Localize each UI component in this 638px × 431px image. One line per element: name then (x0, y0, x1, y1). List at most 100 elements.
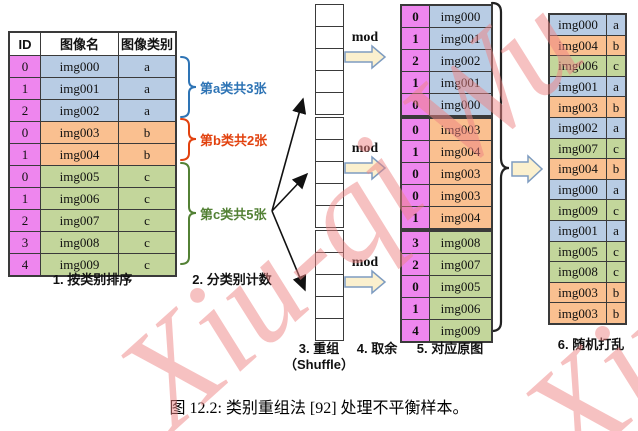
table-row: 3 img008 (402, 232, 491, 253)
mapped-rows-b: 0 img003 1 img004 0 img003 0 img003 1 im… (402, 119, 491, 228)
id-cell: 1 (10, 188, 40, 209)
table-row: 0 img000 (402, 6, 491, 27)
name-cell: img001 (430, 72, 491, 93)
name-cell: img001 (550, 220, 606, 241)
table-row: img009 c (550, 200, 625, 220)
shuffle-cell (316, 253, 343, 274)
shuffle-cell (316, 93, 343, 114)
mod-label-3: mod (351, 255, 379, 270)
class-cell: c (119, 254, 175, 275)
name-cell: img003 (41, 122, 118, 143)
table-row: img003 b (550, 282, 625, 303)
id-cell: 2 (402, 254, 429, 275)
id-cell: 3 (10, 232, 40, 253)
step6-caption: 6. 随机打乱 (557, 337, 625, 352)
class-cell: c (119, 166, 175, 187)
brace-class-c (180, 162, 197, 265)
name-cell: img009 (41, 254, 118, 275)
name-cell: img003 (550, 97, 606, 117)
name-cell: img006 (41, 188, 118, 209)
shuffle-cell (316, 49, 343, 70)
name-cell: img002 (41, 100, 118, 121)
table-row: img002 a (550, 117, 625, 138)
gather-brace (490, 1, 510, 333)
class-cell: c (119, 232, 175, 253)
table-row: 0 img000 a (10, 56, 175, 77)
mapped-rows-c: 3 img008 2 img007 0 img005 1 img006 4 im… (402, 232, 491, 341)
name-cell: img004 (41, 144, 118, 165)
table-row: 1 img001 a (10, 78, 175, 99)
header-name: 图像名 (41, 33, 118, 55)
class-cell: b (607, 35, 625, 56)
id-cell: 0 (10, 56, 40, 77)
name-cell: img005 (550, 241, 606, 262)
step3-caption-line2: （Shuffle） (283, 357, 355, 373)
name-cell: img000 (550, 15, 606, 35)
class-cell: a (119, 100, 175, 121)
id-cell: 0 (402, 119, 429, 140)
count-label-c: 第c类共5张 (200, 207, 267, 222)
brace-class-b (180, 118, 197, 161)
count-label-a: 第a类共3张 (200, 81, 267, 96)
table-row: 0 img005 (402, 276, 491, 297)
name-cell: img004 (550, 159, 606, 179)
name-cell: img009 (430, 320, 491, 341)
table-row: 0 img003 (402, 185, 491, 206)
figure-caption: 图 12.2: 类别重组法 [92] 处理不平衡样本。 (169, 400, 469, 417)
class-cell: b (607, 97, 625, 117)
id-cell: 2 (402, 50, 429, 71)
shuffle-cell (316, 27, 343, 48)
count-label-b: 第b类共2张 (200, 133, 268, 148)
shuffle-cell (316, 162, 343, 183)
fanout-arrow-mid (271, 172, 309, 212)
table-row: 4 img009 (402, 320, 491, 341)
name-cell: img001 (41, 78, 118, 99)
table-row: 4 img009 c (10, 254, 175, 275)
name-cell: img005 (41, 166, 118, 187)
shuffle-cell (316, 118, 343, 139)
final-arrow (511, 154, 544, 184)
class-cell: a (607, 76, 625, 97)
id-cell: 1 (402, 141, 429, 162)
name-cell: img005 (430, 276, 491, 297)
class-cell: c (607, 138, 625, 159)
final-table-rows: img000 a img004 b img006 c img001 a img0… (550, 15, 625, 323)
shuffle-cell (316, 297, 343, 318)
id-cell: 1 (402, 72, 429, 93)
id-cell: 4 (10, 254, 40, 275)
shuffle-column-1 (315, 4, 344, 115)
class-cell: a (607, 15, 625, 35)
class-cell: c (119, 188, 175, 209)
table-row: 2 img002 (402, 50, 491, 71)
table-row: img001 a (550, 220, 625, 241)
mapped-rows-a: 0 img000 1 img001 2 img002 1 img001 0 im… (402, 6, 491, 115)
id-cell: 2 (10, 210, 40, 231)
mod-arrow-2 (344, 155, 387, 181)
sorted-table-header: ID 图像名 图像类别 (10, 33, 175, 55)
name-cell: img006 (430, 298, 491, 319)
name-cell: img003 (550, 282, 606, 303)
class-cell: c (607, 200, 625, 220)
table-row: 3 img008 c (10, 232, 175, 253)
table-row: 1 img004 (402, 207, 491, 228)
class-cell: c (607, 241, 625, 262)
id-cell: 0 (402, 185, 429, 206)
step3-caption-line1: 3. 重组 (298, 341, 340, 356)
table-row: img003 b (550, 303, 625, 323)
id-cell: 1 (10, 78, 40, 99)
table-row: img006 c (550, 56, 625, 76)
table-row: 1 img001 (402, 28, 491, 49)
shuffle-cell (316, 275, 343, 296)
id-cell: 2 (10, 100, 40, 121)
name-cell: img004 (430, 141, 491, 162)
name-cell: img007 (430, 254, 491, 275)
shuffle-cell (316, 71, 343, 92)
name-cell: img007 (550, 138, 606, 159)
name-cell: img008 (41, 232, 118, 253)
name-cell: img001 (430, 28, 491, 49)
name-cell: img000 (430, 94, 491, 115)
table-row: 1 img004 (402, 141, 491, 162)
table-row: 0 img000 (402, 94, 491, 115)
table-row: 1 img006 (402, 298, 491, 319)
